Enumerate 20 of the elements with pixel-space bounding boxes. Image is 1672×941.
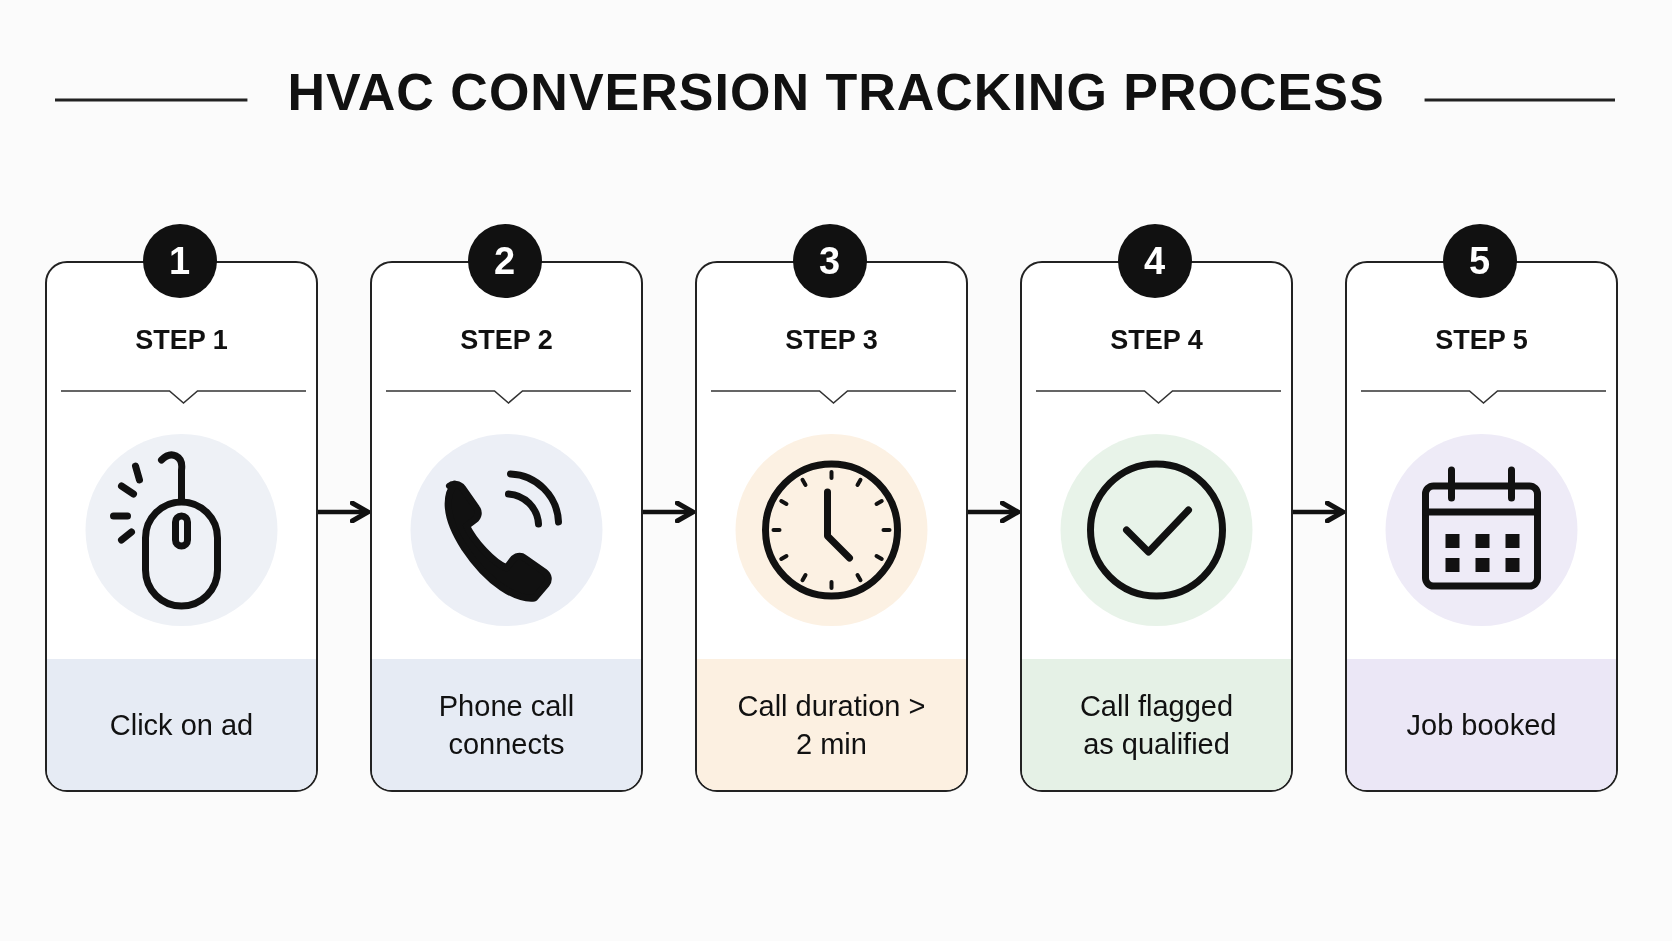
step-caption: Call duration > 2 min: [736, 688, 927, 762]
step-number: 3: [792, 224, 867, 298]
arrow: [318, 500, 371, 524]
step-number: 1: [142, 224, 217, 298]
step-number: 5: [1442, 224, 1517, 298]
step-caption: Job booked: [1405, 707, 1558, 743]
title: HVAC CONVERSION TRACKING PROCESS: [287, 62, 1385, 122]
step-caption: Call flagged as qualified: [1078, 688, 1235, 762]
step-caption: Click on ad: [108, 707, 255, 743]
step-caption: Phone call connects: [437, 688, 576, 762]
step-number: 4: [1117, 224, 1192, 298]
step-label: STEP 4: [1110, 325, 1203, 356]
arrow: [1293, 500, 1346, 524]
step-label: STEP 2: [460, 325, 553, 356]
step-label: STEP 1: [135, 325, 228, 356]
step-label: STEP 5: [1435, 325, 1528, 356]
step-label: STEP 3: [785, 325, 878, 356]
step-number: 2: [467, 224, 542, 298]
arrow: [643, 500, 696, 524]
arrow: [968, 500, 1021, 524]
